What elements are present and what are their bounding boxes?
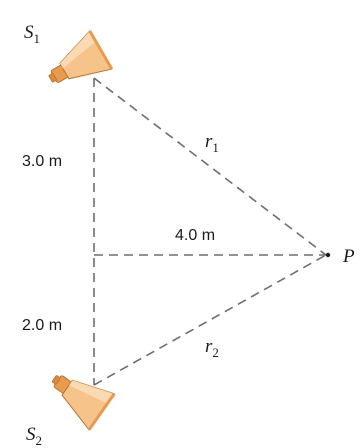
source1-label: S1 <box>24 22 40 46</box>
distance-horizontal-label: 4.0 m <box>175 227 215 244</box>
path-r2-line <box>93 254 327 386</box>
point-label: P <box>342 246 355 267</box>
source2-label: S2 <box>26 424 42 448</box>
path-r1-line <box>93 77 327 256</box>
r2-label: r2 <box>205 336 219 360</box>
speaker-s2-icon <box>51 375 116 431</box>
distance-upper-label: 3.0 m <box>22 153 62 170</box>
speaker-s1-icon <box>48 30 114 83</box>
distance-lower-label: 2.0 m <box>22 317 62 334</box>
point-p-dot <box>325 252 331 258</box>
r1-label: r1 <box>205 131 219 155</box>
